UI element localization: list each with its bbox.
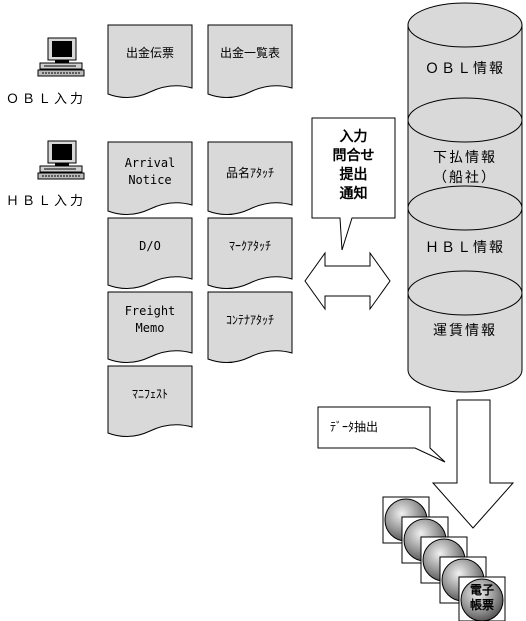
extract-label: ﾃﾞｰﾀ抽出 [330,420,379,434]
doc-shape [107,141,193,215]
extract-callout [317,406,446,463]
doc-shape [207,141,293,215]
doc-shape [107,217,193,289]
doc-shape [207,291,293,363]
doc-label: D/O [139,239,161,253]
db-section-label: 下払情報 （船社） [433,150,497,186]
database-cylinder [407,2,523,393]
doc-shape [207,217,293,289]
electronic-forms-stack [382,496,506,621]
doc-shape [107,24,193,98]
db-section-label: 運賃情報 [433,323,497,339]
doc-label: ﾏﾆﾌｪｽﾄ [131,387,168,401]
doc-label: Arrival Notice [124,156,176,187]
doc-shape [107,365,193,437]
obl-terminal-icon [37,37,85,77]
db-section-label: ＨＢＬ情報 [425,240,505,256]
db-section-label: ＯＢＬ情報 [425,61,505,77]
double-arrow [304,251,391,311]
electronic-forms-label: 電子 帳票 [469,583,494,612]
hbl-input-label: ＨＢＬ入力 [6,194,87,209]
doc-label: 出金一覧表 [219,46,280,60]
doc-label: 出金伝票 [125,46,174,60]
doc-label: 品名ｱﾀｯﾁ [225,166,274,180]
callout-actions-text: 入力 問合せ 提出 通知 [332,129,375,202]
doc-label: ﾏｰｸｱﾀｯﾁ [228,239,271,253]
hbl-terminal-icon [37,140,85,180]
callout-box [311,117,396,251]
obl-input-label: ＯＢＬ入力 [6,92,87,107]
doc-label: Freight Memo [124,304,176,335]
doc-shape [107,291,193,363]
doc-label: ｺﾝﾃﾅｱﾀｯﾁ [225,313,274,327]
down-arrow [431,399,515,529]
doc-shape [207,24,293,98]
